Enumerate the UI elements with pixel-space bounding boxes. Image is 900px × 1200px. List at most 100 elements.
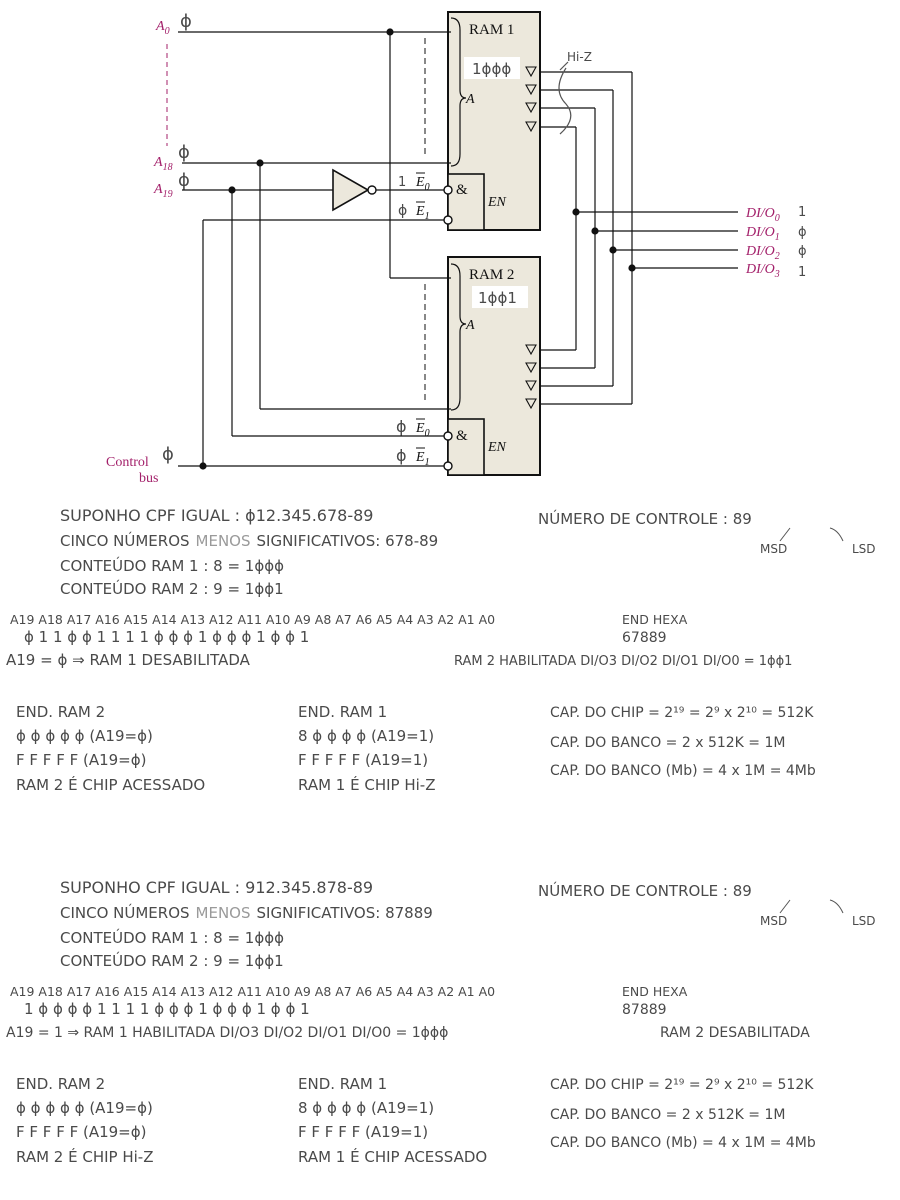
- dio-0-label: DI/O0: [745, 206, 780, 224]
- dio-3-value: 1: [798, 265, 806, 280]
- a18-label: A18: [153, 155, 173, 173]
- e1-label: E1: [415, 450, 430, 468]
- ram2-enable-box: [447, 418, 485, 476]
- a0-value: ϕ: [180, 11, 192, 32]
- e0-label: E0: [415, 175, 430, 193]
- address-input-label: A: [465, 318, 475, 333]
- control-bus-label: bus: [139, 471, 158, 486]
- note-cap-banco: CAP. DO BANCO = 2 x 512K = 1M: [550, 1107, 785, 1123]
- e0-label: E0: [415, 421, 430, 439]
- and-symbol: &: [456, 182, 468, 198]
- note-msd: MSD: [760, 914, 787, 928]
- note-end-ram1: END. RAM 1: [298, 1075, 387, 1093]
- junction-dot: [572, 208, 580, 216]
- note-lsd: LSD: [852, 914, 876, 928]
- note-end-ram2: END. RAM 2: [16, 1075, 105, 1093]
- note-controle: NÚMERO DE CONTROLE : 89: [538, 509, 752, 528]
- note-ram1: CONTEÚDO RAM 1 : 8 = 1ϕϕϕ: [60, 556, 284, 575]
- junction-dot: [609, 246, 617, 254]
- dio-2-label: DI/O2: [745, 244, 780, 262]
- hiz-break-mark: [558, 67, 572, 135]
- note-lsd: LSD: [852, 542, 876, 556]
- note-ram1-high: F F F F F (A19=1): [298, 751, 428, 769]
- junction-dot: [628, 264, 636, 272]
- note-ram2: CONTEÚDO RAM 2 : 9 = 1ϕϕ1: [60, 951, 284, 970]
- note-cap-banco-mb: CAP. DO BANCO (Mb) = 4 x 1M = 4Mb: [550, 1135, 816, 1151]
- note-cpf: SUPONHO CPF IGUAL : ϕ12.345.678-89: [60, 506, 373, 525]
- junction-dot: [386, 28, 394, 36]
- ram2-e0-value: ϕ: [396, 417, 407, 436]
- chip-title: RAM 2: [469, 267, 514, 283]
- tristate-output-icons: [525, 66, 537, 410]
- hiz-label: Hi-Z: [567, 50, 592, 64]
- ram2-address-brace: [450, 263, 467, 411]
- ram1-e0-value: 1: [398, 175, 406, 190]
- junction-dot: [199, 462, 207, 470]
- note-end-ram1: END. RAM 1: [298, 703, 387, 721]
- ram2-e1-value: ϕ: [396, 446, 407, 465]
- ram1-address-brace: [450, 17, 467, 167]
- note-controle: NÚMERO DE CONTROLE : 89: [538, 881, 752, 900]
- junction-dot: [591, 227, 599, 235]
- enable-label: EN: [487, 195, 507, 210]
- control-value: ϕ: [162, 444, 174, 465]
- notes-case-2: SUPONHO CPF IGUAL : 912.345.878-89 NÚMER…: [6, 878, 876, 1166]
- dio-1-value: ϕ: [798, 225, 807, 240]
- note-ram1-high: F F F F F (A19=1): [298, 1123, 428, 1141]
- a0-label: A0: [155, 19, 170, 37]
- note-ram1-low: 8 ϕ ϕ ϕ ϕ (A19=1): [298, 727, 434, 745]
- note-cap-banco: CAP. DO BANCO = 2 x 512K = 1M: [550, 735, 785, 751]
- ram1-e1-value: ϕ: [398, 203, 407, 219]
- junction-dot: [256, 159, 264, 167]
- note-result-left: A19 = 1 ⇒ RAM 1 HABILITADA DI/O3 DI/O2 D…: [6, 1025, 448, 1041]
- note-ram1-low: 8 ϕ ϕ ϕ ϕ (A19=1): [298, 1099, 434, 1117]
- dio-labels: DI/O0 1 DI/O1 ϕ DI/O2 ϕ DI/O3 1: [745, 205, 807, 280]
- note-end-ram2: END. RAM 2: [16, 703, 105, 721]
- note-ram2-status: RAM 2 É CHIP Hi-Z: [16, 1147, 153, 1166]
- note-ram2: CONTEÚDO RAM 2 : 9 = 1ϕϕ1: [60, 579, 284, 598]
- note-end-hexa: END HEXA: [622, 612, 688, 627]
- dio-0-value: 1: [798, 205, 806, 220]
- note-cap-banco-mb: CAP. DO BANCO (Mb) = 4 x 1M = 4Mb: [550, 763, 816, 779]
- ram1-enable-box: [447, 173, 485, 231]
- a18-value: ϕ: [178, 142, 190, 163]
- junction-dot: [228, 186, 236, 194]
- inverter-gate: [332, 168, 370, 212]
- ram1-content: 1ϕϕϕ: [472, 60, 511, 78]
- note-result-right: RAM 2 DESABILITADA: [660, 1025, 810, 1041]
- note-addr-header: A19 A18 A17 A16 A15 A14 A13 A12 A11 A10 …: [10, 984, 495, 999]
- note-hex: 87889: [622, 1002, 667, 1018]
- dio-3-label: DI/O3: [745, 262, 780, 280]
- e1-label: E1: [415, 204, 430, 222]
- note-ram2-low: ϕ ϕ ϕ ϕ ϕ (A19=ϕ): [16, 727, 153, 745]
- note-cap-chip: CAP. DO CHIP = 2¹⁹ = 2⁹ x 2¹⁰ = 512K: [550, 705, 814, 721]
- note-ram1-status: RAM 1 É CHIP ACESSADO: [298, 1147, 487, 1166]
- note-cpf: SUPONHO CPF IGUAL : 912.345.878-89: [60, 878, 373, 897]
- note-end-hexa: END HEXA: [622, 984, 688, 999]
- note-result-left: A19 = ϕ ⇒ RAM 1 DESABILITADA: [6, 651, 251, 669]
- note-addr-bits: 1 ϕ ϕ ϕ ϕ 1 1 1 1 ϕ ϕ ϕ 1 ϕ ϕ ϕ 1 ϕ ϕ 1: [24, 1000, 310, 1018]
- control-bus-label: Control: [106, 455, 149, 470]
- note-ram1-status: RAM 1 É CHIP Hi-Z: [298, 775, 435, 794]
- note-ram2-low: ϕ ϕ ϕ ϕ ϕ (A19=ϕ): [16, 1099, 153, 1117]
- a19-value: ϕ: [178, 170, 190, 191]
- note-hex: 67889: [622, 630, 667, 646]
- note-addr-bits: ϕ 1 1 ϕ ϕ 1 1 1 1 ϕ ϕ ϕ 1 ϕ ϕ ϕ 1 ϕ ϕ 1: [24, 628, 309, 646]
- enable-label: EN: [487, 440, 507, 455]
- note-result-right: RAM 2 HABILITADA DI/O3 DI/O2 DI/O1 DI/O0…: [454, 654, 792, 669]
- note-ram2-high: F F F F F (A19=ϕ): [16, 751, 147, 769]
- dio-2-value: ϕ: [798, 244, 807, 259]
- note-ram1: CONTEÚDO RAM 1 : 8 = 1ϕϕϕ: [60, 928, 284, 947]
- dio-1-label: DI/O1: [745, 225, 780, 243]
- note-cap-chip: CAP. DO CHIP = 2¹⁹ = 2⁹ x 2¹⁰ = 512K: [550, 1077, 814, 1093]
- and-symbol: &: [456, 428, 468, 444]
- ram2-content: 1ϕϕ1: [478, 289, 517, 307]
- note-addr-header: A19 A18 A17 A16 A15 A14 A13 A12 A11 A10 …: [10, 612, 495, 627]
- note-ram2-status: RAM 2 É CHIP ACESSADO: [16, 775, 205, 794]
- note-ram2-high: F F F F F (A19=ϕ): [16, 1123, 147, 1141]
- note-msd: MSD: [760, 542, 787, 556]
- a19-label: A19: [153, 182, 173, 200]
